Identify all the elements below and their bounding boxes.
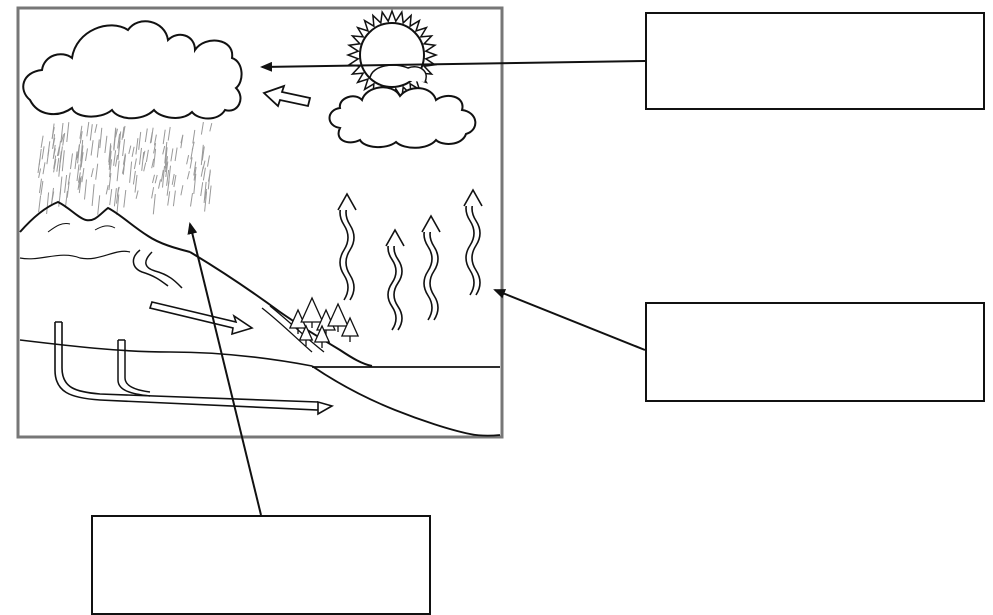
evaporation-arrows	[337, 188, 483, 331]
sun-icon	[345, 8, 439, 102]
pointer-line-clouds	[260, 60, 646, 72]
precipitation-label-box[interactable]	[91, 515, 431, 615]
left-cloud	[22, 20, 243, 120]
sea-floor	[311, 365, 501, 437]
evaporation-label-box[interactable]	[645, 302, 985, 402]
rain-shading	[37, 121, 213, 215]
pointer-line-precipitation	[187, 222, 262, 516]
pointer-line-evaporation	[493, 289, 646, 351]
river	[132, 249, 183, 289]
mountains	[19, 200, 191, 253]
trees	[288, 296, 360, 348]
right-cloud	[328, 86, 477, 149]
runoff-arrow	[148, 301, 254, 336]
ground-layer	[19, 339, 313, 367]
groundwater-arrow-left	[54, 322, 335, 416]
cloud-movement-arrow	[262, 84, 312, 108]
clouds-label-box[interactable]	[645, 12, 985, 110]
